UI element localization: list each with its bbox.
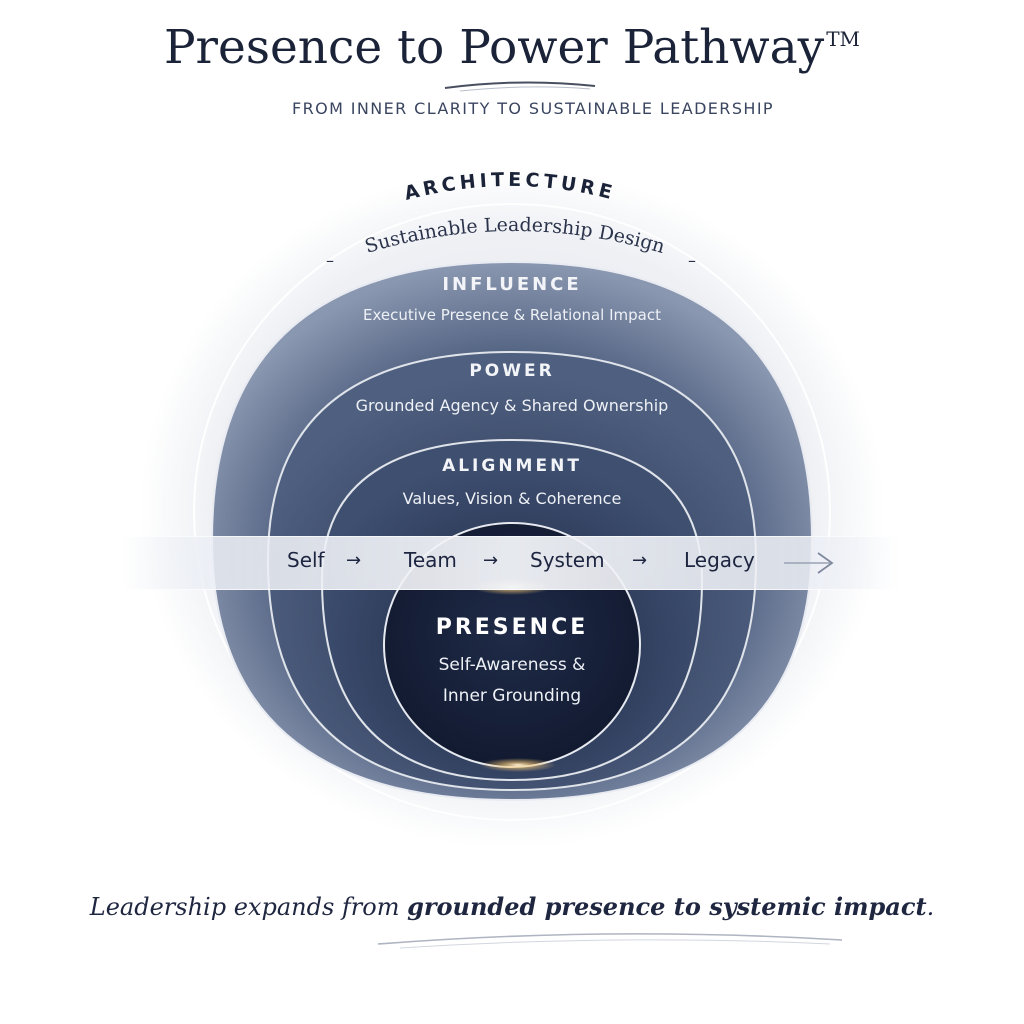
tagline-underline-swoosh bbox=[377, 933, 843, 949]
influence-title: INFLUENCE bbox=[442, 274, 582, 295]
bottom-glow bbox=[480, 758, 556, 772]
presence-subtitle-line1: Self-Awareness & bbox=[438, 655, 586, 675]
presence-title: PRESENCE bbox=[435, 615, 589, 640]
title-text: Presence to Power Pathway bbox=[163, 20, 825, 75]
flow-arrow-1: → bbox=[346, 550, 362, 571]
architecture-dash-left: – bbox=[326, 251, 334, 270]
influence-subtitle: Executive Presence & Relational Impact bbox=[363, 306, 661, 324]
architecture-edge bbox=[193, 203, 831, 821]
flow-band bbox=[120, 536, 900, 590]
flow-step-team: Team bbox=[404, 548, 457, 572]
flow-end-arrow-icon bbox=[784, 552, 834, 574]
presence-subtitle-line2: Inner Grounding bbox=[442, 686, 582, 706]
tagline: Leadership expands from grounded presenc… bbox=[0, 892, 1024, 921]
flow-arrow-2: → bbox=[483, 550, 499, 571]
flow-step-legacy: Legacy bbox=[684, 548, 755, 572]
flow-step-system: System bbox=[530, 548, 605, 572]
power-subtitle: Grounded Agency & Shared Ownership bbox=[355, 396, 669, 415]
architecture-title: ARCHITECTURE bbox=[402, 169, 618, 205]
title-underline-swoosh bbox=[444, 81, 596, 92]
tagline-emphasis: grounded presence to systemic impact bbox=[407, 892, 927, 921]
flow-arrow-3: → bbox=[632, 550, 648, 571]
tagline-lead: Leadership expands from bbox=[89, 893, 408, 921]
trademark-mark: TM bbox=[826, 27, 861, 52]
alignment-subtitle: Values, Vision & Coherence bbox=[402, 489, 622, 508]
page-subtitle: FROM INNER CLARITY TO SUSTAINABLE LEADER… bbox=[292, 99, 774, 118]
power-title: POWER bbox=[469, 361, 555, 381]
architecture-subtitle: Sustainable Leadership Design bbox=[362, 214, 667, 258]
flow-step-self: Self bbox=[287, 548, 325, 572]
architecture-dash-right: – bbox=[688, 251, 696, 270]
alignment-title: ALIGNMENT bbox=[442, 456, 582, 476]
tagline-end: . bbox=[926, 893, 935, 921]
